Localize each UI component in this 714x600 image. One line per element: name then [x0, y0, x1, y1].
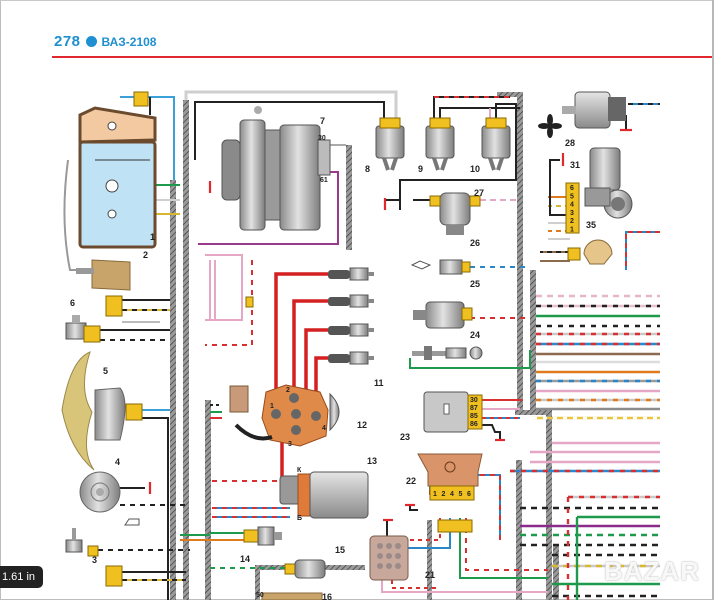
bullet-dot-icon [85, 36, 97, 47]
wiper-pin: 3 [570, 210, 574, 217]
starter-pin-50: 50 [256, 592, 264, 599]
watermark: BAZAR [604, 556, 700, 586]
label-connector-block: 21 [425, 570, 435, 580]
rotation-arrow-icon [234, 423, 273, 441]
distributor-pin: 2 [286, 387, 290, 394]
label-horn: 4 [115, 457, 120, 467]
relay[interactable] [423, 391, 483, 433]
reverse-light-switch[interactable] [243, 526, 282, 546]
distributor-pin: 3 [288, 441, 292, 448]
distributor-pin: 1 [270, 403, 274, 410]
label-temperature-sensor: 25 [470, 279, 480, 289]
page-header: 278 ВАЗ-2108 [54, 33, 156, 50]
label-windshield-washer-pump: 10 [470, 164, 480, 174]
wiper-pin: 5 [570, 193, 574, 200]
wiper-pin: 4 [570, 202, 574, 209]
switch-pin: 4 [450, 491, 454, 498]
label-oil-pressure-sensor: 15 [335, 545, 345, 555]
switch-unit[interactable] [417, 453, 483, 533]
coil-pin-b: Б [297, 515, 302, 522]
heater-fan-motor[interactable] [538, 91, 626, 138]
alternator-pin-61: 61 [320, 177, 328, 184]
relay-pin: 87 [470, 405, 478, 412]
radiator-fan-motor[interactable] [61, 351, 126, 471]
alternator[interactable] [221, 106, 331, 231]
wiper-pin: 2 [570, 218, 574, 225]
fan-icon [538, 114, 562, 138]
label-alternator: 7 [320, 116, 325, 126]
spark-plugs[interactable] [328, 267, 374, 365]
label-headlight-washer-pump: 8 [365, 164, 370, 174]
label-radiator-fan-motor: 5 [103, 366, 108, 376]
label-starter: 16 [322, 592, 332, 600]
relay-pin: 30 [470, 397, 478, 404]
label-switch-unit: 22 [406, 476, 416, 486]
wire-bundle-right [510, 294, 660, 600]
wiper-connector[interactable] [565, 182, 580, 234]
starter[interactable] [261, 592, 323, 600]
label-oil-level-sensor: 26 [470, 238, 480, 248]
temperature-sensor[interactable] [413, 301, 473, 329]
relay-pin: 86 [470, 421, 478, 428]
alternator-pin-30: 30 [318, 135, 326, 142]
label-solenoid-valve: 27 [474, 188, 484, 198]
relay-pin: 85 [470, 413, 478, 420]
label-lamp: 35 [586, 220, 596, 230]
label-ignition-coil: 13 [367, 456, 377, 466]
coil-pin-k: К [297, 467, 302, 474]
switch-pin: 1 [433, 491, 437, 498]
headlight-washer-motor[interactable] [76, 259, 131, 291]
label-distributor: 12 [357, 420, 367, 430]
label-brake-wear-sensor: 24 [470, 330, 480, 340]
label-wiper-motor: 31 [570, 160, 580, 170]
viewer-edge [712, 0, 714, 600]
oil-level-sensor[interactable] [410, 259, 471, 275]
headlight-washer-pump[interactable] [375, 117, 405, 171]
fan-thermo-switch[interactable] [65, 315, 87, 340]
label-reverse-light-switch: 14 [240, 554, 250, 564]
distributor-connector[interactable] [229, 385, 249, 413]
label-rear-washer-pump: 9 [418, 164, 423, 174]
distributor[interactable] [261, 384, 340, 447]
solenoid-valve[interactable] [439, 192, 471, 235]
switch-pin: 6 [467, 491, 471, 498]
label-sensor: 3 [92, 555, 97, 565]
wiper-motor[interactable] [584, 147, 633, 219]
header-rule [52, 56, 712, 58]
connector-block[interactable] [369, 535, 409, 581]
page-number: 278 [54, 33, 81, 50]
lamp[interactable] [567, 239, 613, 265]
wires-top [120, 90, 520, 346]
switch-pin: 2 [442, 491, 446, 498]
measurement-tooltip: 1.61 in [0, 566, 44, 588]
label-heater-fan-motor: 28 [565, 138, 575, 148]
high-voltage-leads [274, 272, 328, 490]
headlight[interactable] [63, 106, 157, 271]
wiper-pin: 1 [570, 227, 574, 234]
sensor-3[interactable] [65, 528, 83, 553]
windshield-washer-pump[interactable] [481, 117, 511, 171]
brake-wear-sensor[interactable] [412, 346, 483, 360]
oil-pressure-sensor[interactable] [284, 559, 326, 579]
label-headlight-washer-motor: 2 [143, 250, 148, 260]
label-relay: 23 [400, 432, 410, 442]
label-fan-thermo-switch: 6 [70, 298, 75, 308]
horn[interactable] [79, 471, 140, 526]
label-spark-plugs: 11 [374, 378, 384, 388]
page-title: ВАЗ-2108 [101, 34, 157, 49]
ignition-coil[interactable] [279, 471, 369, 519]
connectors [83, 91, 481, 587]
distributor-pin: 4 [322, 425, 326, 432]
rear-washer-pump[interactable] [425, 117, 455, 171]
switch-pin: 5 [459, 491, 463, 498]
wiper-pin: 6 [570, 185, 574, 192]
label-headlight: 1 [150, 232, 155, 242]
